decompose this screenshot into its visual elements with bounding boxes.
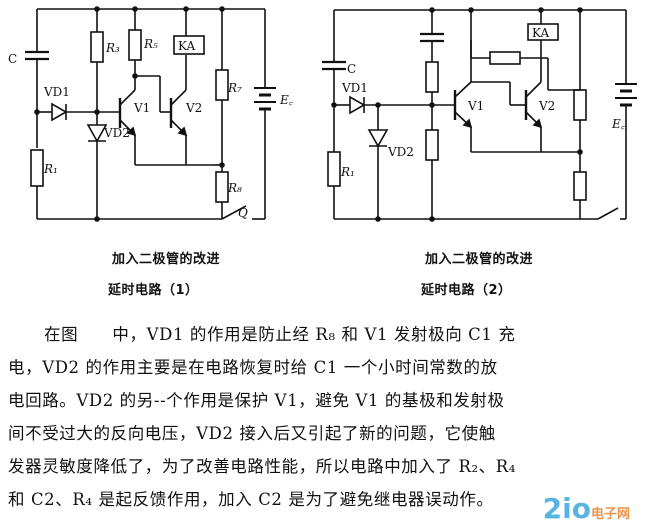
caption-1-line2: 延时电路（1） <box>108 283 199 298</box>
paragraph-line-3: 电回路。VD2 的另--个作用是保护 V1，避免 V1 的基极和发射极 <box>8 391 505 410</box>
label-r1-2: R₁ <box>340 165 355 179</box>
circuit-diagram-2: C VD1 VD2 R₁ KA V1 V2 E꜀ <box>322 7 637 222</box>
body-paragraph: 在图 中，VD1 的作用是防止经 R₈ 和 V1 发射极向 C1 充 电，VD2… <box>8 318 644 516</box>
circuit-diagram-1: C VD1 VD2 R₁ R₃ R₅ KA V1 V2 R₇ E꜀ R₈ Q <box>8 6 294 222</box>
label-v1-2: V1 <box>467 99 484 113</box>
label-ka-2: KA <box>532 26 549 40</box>
label-ec-2: E꜀ <box>611 117 626 131</box>
paragraph-line-2: 电，VD2 的作用主要是在电路恢复时给 C1 一个小时间常数的放 <box>8 358 498 377</box>
watermark-sub: 电子网 <box>590 507 630 522</box>
label-c: C <box>8 52 17 66</box>
label-v2-2: V2 <box>538 99 555 113</box>
label-c-2: C <box>347 62 356 76</box>
label-vd2: VD2 <box>103 126 130 140</box>
caption-1-line1: 加入二极管的改进 <box>112 252 221 267</box>
label-v2: V2 <box>185 101 202 115</box>
paragraph-line-5: 发器灵敏度降低了，为了改善电路性能，所以电路中加入了 R₂、R₄ <box>8 457 517 476</box>
watermark-main: 2io <box>542 492 591 525</box>
caption-2-line2: 延时电路（2） <box>421 283 512 298</box>
label-r1: R₁ <box>43 162 58 176</box>
watermark-logo: 2io电子网 <box>543 492 630 525</box>
label-r3: R₃ <box>105 41 120 55</box>
label-r7: R₇ <box>227 81 242 95</box>
caption-2-line1: 加入二极管的改进 <box>425 252 534 267</box>
label-v1: V1 <box>133 101 150 115</box>
paragraph-line-6: 和 C2、R₄ 是起反馈作用，加入 C2 是为了避免继电器误动作。 <box>8 490 494 509</box>
paragraph-line-1: 在图 中，VD1 的作用是防止经 R₈ 和 V1 发射极向 C1 充 <box>44 325 516 344</box>
paragraph-line-4: 间不受过大的反向电压，VD2 接入后又引起了新的问题，它使触 <box>8 424 496 443</box>
label-q: Q <box>238 206 248 220</box>
label-ec: E꜀ <box>279 93 294 107</box>
label-vd1-2: VD1 <box>341 81 368 95</box>
label-ka: KA <box>178 39 195 53</box>
label-r8: R₈ <box>227 181 242 195</box>
label-r5: R₅ <box>143 37 158 51</box>
label-vd1: VD1 <box>43 85 70 99</box>
label-vd2-2: VD2 <box>387 145 414 159</box>
